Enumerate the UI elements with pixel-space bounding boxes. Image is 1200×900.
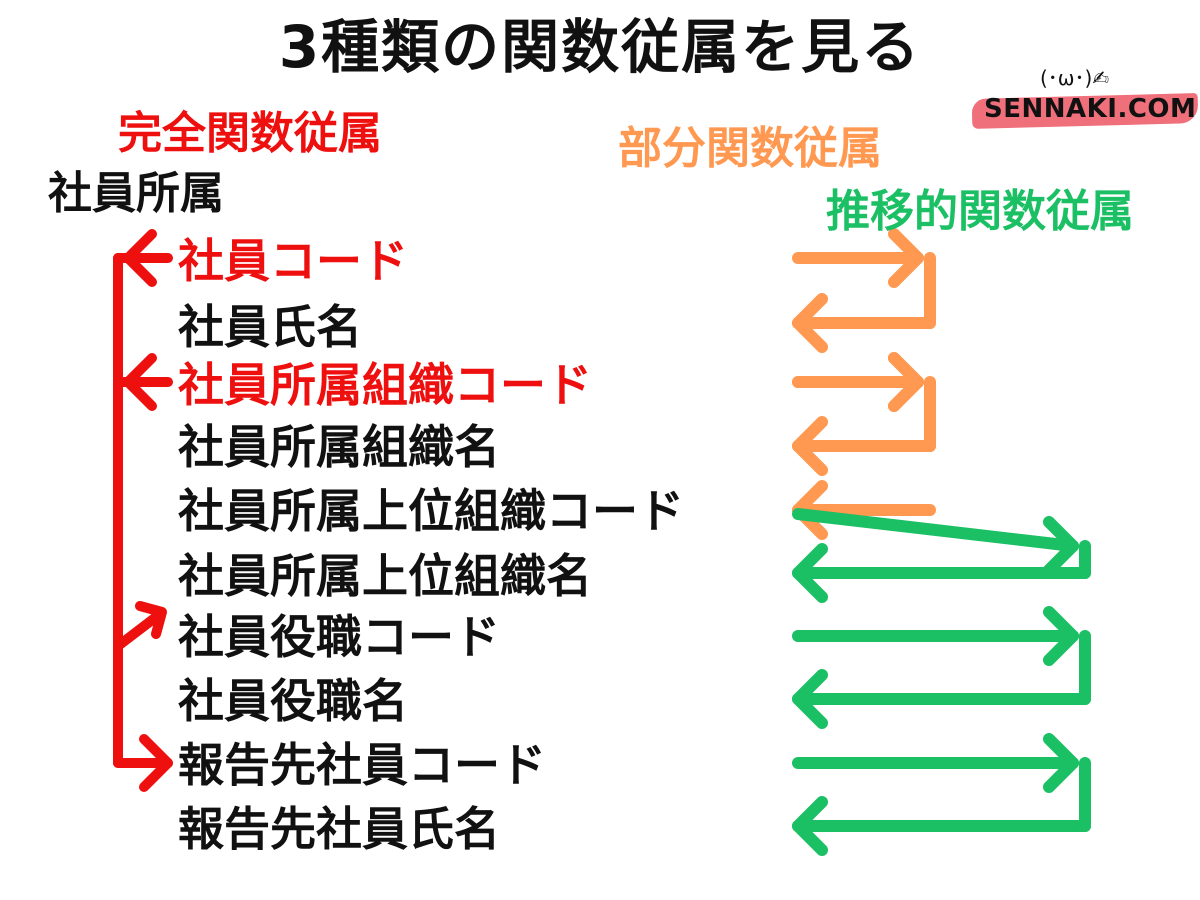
transitive-dependency-arrowhead — [792, 669, 828, 729]
full-dependency-arrowhead — [135, 601, 167, 639]
full-dependency-link — [113, 609, 165, 651]
legend-transitive-dependency: 推移的関数従属 — [826, 186, 1134, 237]
legend-partial-dependency: 部分関数従属 — [618, 123, 882, 174]
transitive-dependency-arrowhead — [1043, 516, 1079, 576]
attribute-item: 社員役職名 — [178, 674, 408, 728]
full-dependency-arrowhead — [123, 229, 157, 287]
attribute-item: 社員所属組織コード — [178, 358, 592, 412]
attribute-item: 社員所属組織名 — [178, 420, 500, 474]
relation-name: 社員所属 — [48, 168, 224, 219]
attribute-item: 社員所属上位組織コード — [178, 484, 684, 538]
transitive-dependency-arrowhead — [1043, 606, 1079, 666]
transitive-dependency-arrowhead — [1043, 733, 1079, 793]
legend-full-dependency: 完全関数従属 — [118, 108, 382, 159]
page-title: 3種類の関数従属を見る — [278, 13, 922, 81]
transitive-dependency-arrowhead — [792, 796, 828, 856]
brand-logo: (･ω･)✍ SENNAKI.COM — [968, 66, 1200, 130]
full-dependency-arrowhead — [139, 734, 173, 792]
partial-dependency-arrowhead — [792, 293, 828, 353]
transitive-dependency-out — [792, 508, 1079, 552]
attribute-item: 社員氏名 — [178, 300, 362, 354]
attribute-item: 社員コード — [178, 234, 408, 288]
brand-text: SENNAKI.COM — [984, 94, 1197, 124]
attribute-item: 社員所属上位組織名 — [178, 549, 592, 603]
attribute-item: 報告先社員コード — [178, 738, 546, 792]
attribute-item: 社員役職コード — [178, 610, 500, 664]
partial-dependency-arrowhead — [888, 352, 924, 412]
transitive-dependency-arrowhead — [792, 543, 828, 603]
partial-dependency-arrowhead — [888, 228, 924, 288]
partial-dependency-arrowhead — [792, 416, 828, 476]
full-dependency-arrowhead — [123, 353, 157, 411]
brand-mascot: (･ω･)✍ — [1040, 66, 1110, 90]
attribute-item: 報告先社員氏名 — [178, 802, 500, 856]
